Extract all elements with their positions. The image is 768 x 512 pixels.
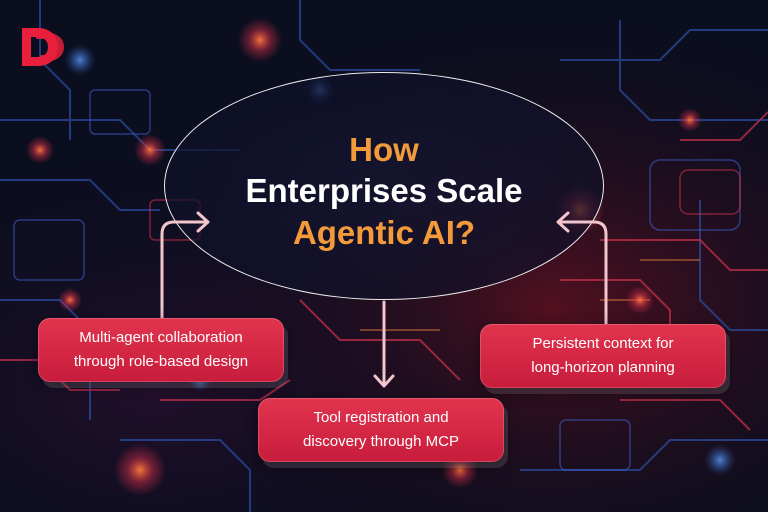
node-tool-registration-line-2: discovery through MCP	[303, 433, 459, 450]
brand-logo-icon	[22, 28, 64, 66]
node-multi-agent: Multi-agent collaboration through role-b…	[38, 318, 284, 382]
node-persistent-context-line-2: long-horizon planning	[531, 359, 675, 376]
node-tool-registration-line-1: Tool registration and	[313, 409, 449, 426]
title-line-3: Agentic AI?	[292, 214, 476, 251]
title-line-2: Enterprises Scale	[245, 172, 523, 209]
node-tool-registration: Tool registration and discovery through …	[258, 398, 504, 462]
title-line-1: How	[349, 131, 419, 168]
node-multi-agent-line-1: Multi-agent collaboration	[79, 329, 243, 346]
node-persistent-context-line-1: Persistent context for	[532, 335, 674, 352]
node-persistent-context: Persistent context for long-horizon plan…	[480, 324, 726, 388]
title-ellipse	[164, 72, 604, 300]
node-multi-agent-line-2: through role-based design	[73, 353, 249, 370]
